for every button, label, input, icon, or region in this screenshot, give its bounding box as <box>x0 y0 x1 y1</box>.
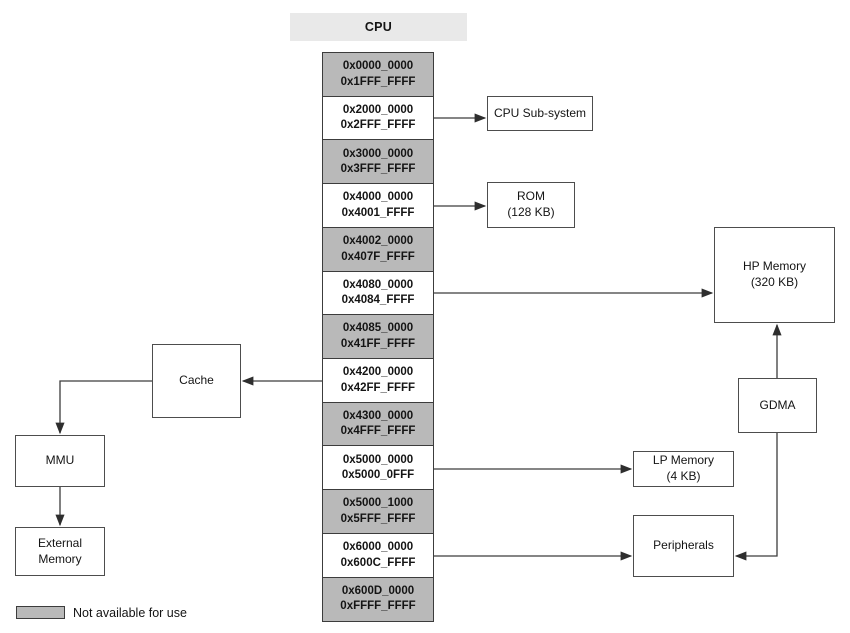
cpu-header: CPU <box>290 13 467 41</box>
memory-segment: 0x4300_0000 0x4FFF_FFFF <box>322 401 434 448</box>
lp-memory-label: LP Memory <box>652 453 715 468</box>
lp-memory-size-label: (4 KB) <box>666 469 701 483</box>
peripherals-box: Peripherals <box>633 515 734 577</box>
memory-segment: 0x6000_0000 0x600C_FFFF <box>322 532 434 579</box>
segment-end-address: 0x600C_FFFF <box>340 556 416 569</box>
peripherals-label: Peripherals <box>653 538 714 553</box>
segment-end-address: 0x5000_0FFF <box>341 469 415 482</box>
segment-end-address: 0xFFFF_FFFF <box>340 600 416 613</box>
rom-size-label: (128 KB) <box>507 205 555 219</box>
segment-end-address: 0x2FFF_FFFF <box>340 119 416 132</box>
segment-start-address: 0x600D_0000 <box>341 584 415 597</box>
gdma-box: GDMA <box>738 378 817 433</box>
memory-segment: 0x600D_0000 0xFFFF_FFFF <box>322 576 434 622</box>
cpu-subsystem-label: CPU Sub-system <box>493 105 587 120</box>
memory-segment: 0x4000_0000 0x4001_FFFF <box>322 183 434 229</box>
segment-start-address: 0x5000_1000 <box>342 497 414 510</box>
cpu-subsystem-box: CPU Sub-system <box>487 96 593 131</box>
memory-segment: 0x3000_0000 0x3FFF_FFFF <box>322 139 434 185</box>
segment-start-address: 0x0000_0000 <box>342 60 414 73</box>
legend-unavailable-swatch <box>16 606 65 619</box>
arrow-gdma-to-peripherals <box>734 433 778 561</box>
external-memory-box: External Memory <box>15 527 105 576</box>
segment-start-address: 0x4200_0000 <box>342 366 414 379</box>
segment-start-address: 0x4080_0000 <box>342 278 414 291</box>
rom-box: ROM (128 KB) <box>487 182 575 228</box>
mmu-label: MMU <box>45 453 75 468</box>
memory-segment: 0x4002_0000 0x407F_FFFF <box>322 226 434 273</box>
memory-segment: 0x4080_0000 0x4084_FFFF <box>322 270 434 316</box>
segment-start-address: 0x4000_0000 <box>342 191 414 204</box>
memory-segment: 0x0000_0000 0x1FFF_FFFF <box>322 52 434 98</box>
memory-segment: 0x5000_0000 0x5000_0FFF <box>322 445 434 491</box>
cache-box: Cache <box>152 344 241 418</box>
segment-end-address: 0x4001_FFFF <box>341 206 415 219</box>
segment-start-address: 0x3000_0000 <box>342 147 414 160</box>
segment-end-address: 0x4FFF_FFFF <box>340 425 416 438</box>
memory-segment: 0x5000_1000 0x5FFF_FFFF <box>322 489 434 535</box>
segment-end-address: 0x41FF_FFFF <box>340 337 416 350</box>
hp-memory-label: HP Memory <box>742 259 807 274</box>
segment-start-address: 0x4085_0000 <box>342 322 414 335</box>
external-memory-label: External Memory <box>37 535 83 566</box>
gdma-label: GDMA <box>759 397 796 412</box>
legend-label: Not available for use <box>73 606 187 620</box>
memory-segment: 0x4085_0000 0x41FF_FFFF <box>322 314 434 360</box>
segment-start-address: 0x4300_0000 <box>342 409 414 422</box>
segment-end-address: 0x5FFF_FFFF <box>340 512 416 525</box>
segment-end-address: 0x4084_FFFF <box>341 294 415 307</box>
segment-start-address: 0x4002_0000 <box>342 235 414 248</box>
segment-start-address: 0x2000_0000 <box>342 103 414 116</box>
cpu-header-label: CPU <box>364 20 393 34</box>
memory-column: 0x0000_0000 0x1FFF_FFFF 0x2000_0000 0x2FFF_… <box>322 52 434 622</box>
memory-segment: 0x4200_0000 0x42FF_FFFF <box>322 358 434 404</box>
hp-memory-box: HP Memory (320 KB) <box>714 227 835 323</box>
segment-start-address: 0x6000_0000 <box>342 541 414 554</box>
mmu-box: MMU <box>15 435 105 487</box>
segment-end-address: 0x3FFF_FFFF <box>340 163 416 176</box>
segment-end-address: 0x42FF_FFFF <box>340 381 416 394</box>
memory-segment: 0x2000_0000 0x2FFF_FFFF <box>322 95 434 142</box>
hp-memory-size-label: (320 KB) <box>750 275 799 289</box>
rom-label: ROM <box>517 189 545 204</box>
cache-label: Cache <box>179 373 214 388</box>
segment-end-address: 0x1FFF_FFFF <box>340 75 416 88</box>
segment-start-address: 0x5000_0000 <box>342 453 414 466</box>
lp-memory-box: LP Memory (4 KB) <box>633 451 734 487</box>
segment-end-address: 0x407F_FFFF <box>341 250 415 263</box>
arrow-cache-to-mmu <box>55 380 152 435</box>
